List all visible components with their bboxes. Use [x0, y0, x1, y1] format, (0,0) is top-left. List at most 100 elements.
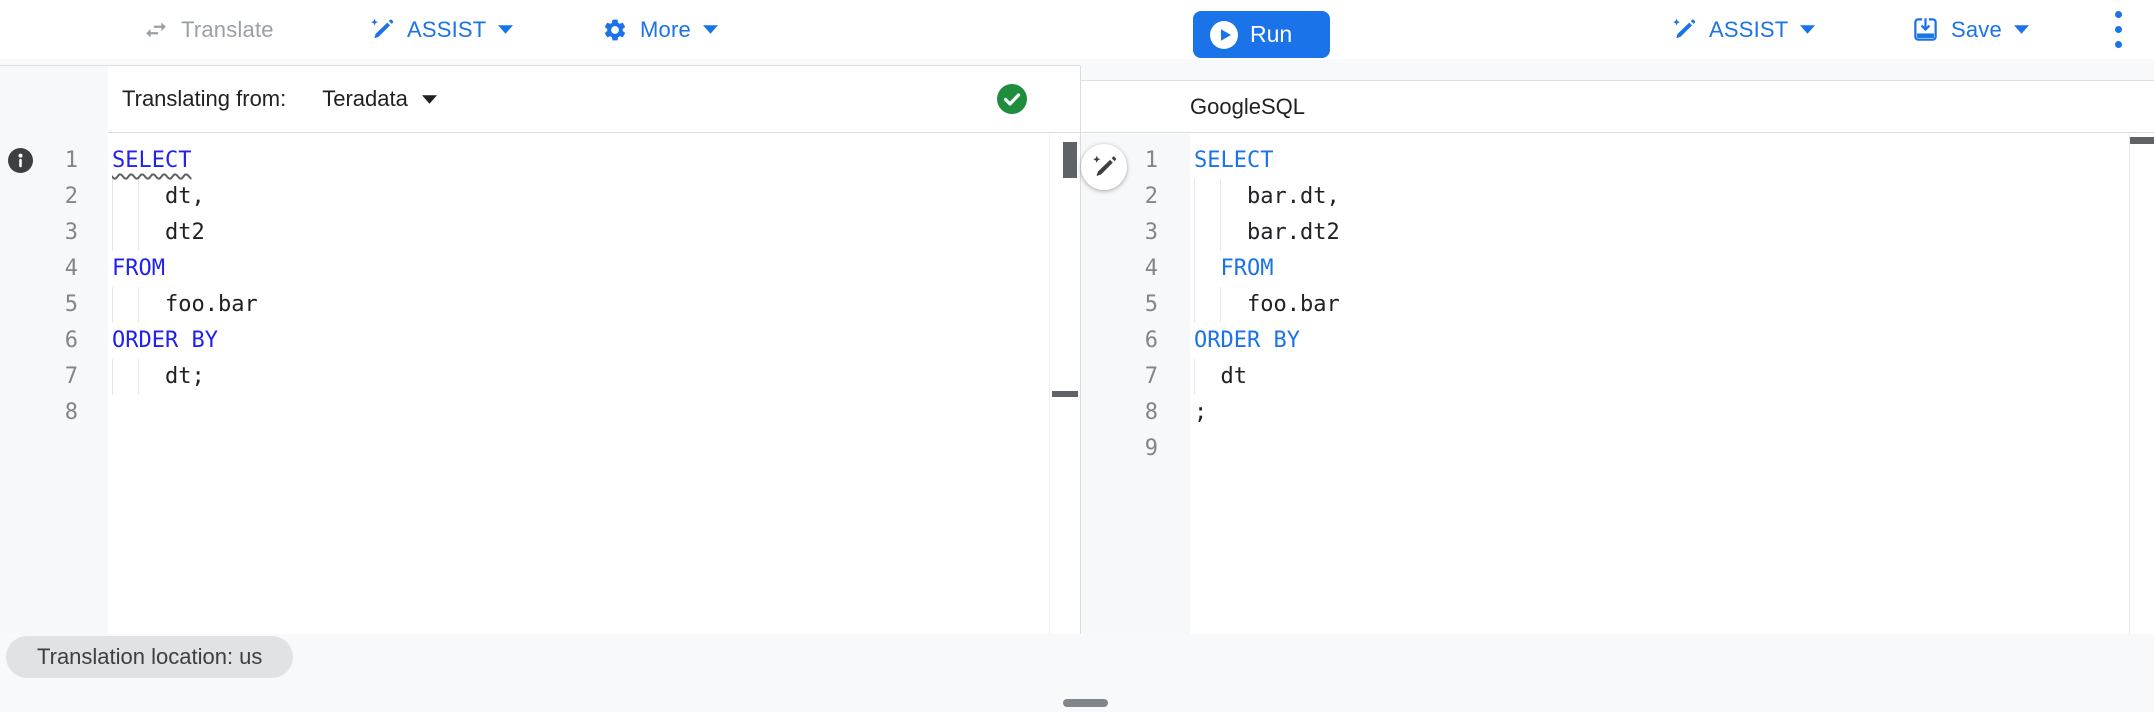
gear-icon [604, 19, 626, 40]
sql-text [1194, 256, 1221, 281]
chevron-down-icon [498, 25, 514, 34]
more-menu[interactable]: More [602, 0, 718, 59]
code-line: dt; [108, 359, 1063, 395]
code-line: FROM [108, 251, 1063, 287]
info-icon[interactable] [8, 148, 33, 173]
line-number: 2 [1144, 184, 1158, 209]
sql-text: bar.dt2 [1194, 220, 1340, 245]
indent-guide [1194, 215, 1195, 251]
check-circle-icon [997, 84, 1027, 114]
sql-text: foo.bar [112, 292, 258, 317]
code-line: ORDER BY [108, 323, 1063, 359]
indent-guide [1220, 287, 1222, 323]
indent-guide [1194, 179, 1195, 215]
indent-guide [1220, 179, 1222, 215]
code-line: dt2 [108, 215, 1063, 251]
panel-resize-handle[interactable] [1063, 699, 1108, 707]
code-line [1190, 431, 2129, 467]
source-dialect-dropdown[interactable]: Teradata [322, 86, 437, 112]
code-line: bar.dt, [1190, 179, 2129, 215]
line-number: 1 [64, 148, 78, 173]
assist-label: ASSIST [1709, 16, 1789, 42]
dot [2114, 26, 2122, 33]
magic-pen-icon [1673, 18, 1696, 38]
run-button[interactable]: Run [1193, 11, 1330, 58]
translation-location-text: Translation location: us [37, 644, 263, 669]
sql-keyword: SELECT [112, 148, 192, 173]
sql-text: dt; [112, 364, 205, 389]
swap-horizontal-icon [146, 21, 166, 38]
code-line: ORDER BY [1190, 323, 2129, 359]
assist-menu-left[interactable]: ASSIST [369, 0, 514, 59]
pane-divider[interactable] [1080, 66, 1081, 634]
sql-keyword: FROM [1220, 256, 1274, 281]
translating-from-label: Translating from: [122, 86, 287, 111]
chevron-down-icon [702, 25, 718, 34]
indent-guide [138, 359, 140, 395]
sql-text: dt [1194, 364, 1247, 389]
code-line: FROM [1190, 251, 2129, 287]
assist-label: ASSIST [407, 16, 487, 42]
assist-wand-button[interactable] [1081, 144, 1127, 190]
indent-guide [112, 359, 113, 395]
left-line-numbers: 1 2 3 4 5 6 7 8 [0, 134, 108, 431]
chevron-down-icon [2013, 25, 2029, 34]
line-number: 4 [64, 256, 78, 281]
run-label: Run [1250, 21, 1293, 47]
left-scrollbar-thumb[interactable] [1063, 142, 1077, 178]
line-number: 1 [1144, 148, 1158, 173]
save-icon [1914, 18, 1937, 41]
assist-menu-right[interactable]: ASSIST [1671, 0, 1816, 59]
right-scrollbar-thumb[interactable] [2130, 137, 2154, 144]
line-number: 2 [64, 184, 78, 209]
line-number: 3 [64, 220, 78, 245]
indent-guide [1194, 359, 1195, 395]
code-line: dt [1190, 359, 2129, 395]
line-number: 3 [1144, 220, 1158, 245]
sql-keyword: ORDER BY [1194, 328, 1300, 353]
code-line: foo.bar [1190, 287, 2129, 323]
chevron-down-icon [421, 94, 437, 104]
indent-guide [138, 179, 140, 215]
sql-text: dt2 [112, 220, 205, 245]
indent-guide [112, 179, 113, 215]
source-dialect-header: Translating from: Teradata [108, 66, 1080, 133]
translate-button[interactable]: Translate [143, 0, 274, 59]
kebab-menu-button[interactable] [2104, 0, 2132, 59]
translate-label: Translate [181, 16, 274, 42]
left-overview-ruler [1049, 134, 1050, 634]
target-dialect-header: GoogleSQL [1081, 81, 2154, 133]
magic-pen-icon [371, 18, 394, 38]
code-line: SELECT [1190, 143, 2129, 179]
line-number: 6 [1144, 328, 1158, 353]
footer-bar: Translation location: us [0, 634, 2154, 712]
chevron-down-icon [1800, 25, 1816, 34]
sql-text: foo.bar [1194, 292, 1340, 317]
translation-location-chip: Translation location: us [6, 636, 294, 678]
right-overview-ruler [2129, 134, 2130, 634]
left-scroll-marker [1052, 391, 1078, 397]
line-number: 6 [64, 328, 78, 353]
dot [2114, 41, 2122, 48]
more-label: More [640, 16, 691, 42]
target-dialect-label: GoogleSQL [1190, 93, 1305, 119]
sql-keyword: ORDER BY [112, 328, 218, 353]
indent-guide [112, 287, 113, 323]
line-number: 9 [1144, 436, 1158, 461]
line-number: 5 [64, 292, 78, 317]
save-menu[interactable]: Save [1912, 0, 2029, 59]
source-dialect-value: Teradata [322, 86, 408, 111]
line-number: 7 [64, 364, 78, 389]
line-number: 8 [1144, 400, 1158, 425]
code-line: foo.bar [108, 287, 1063, 323]
indent-guide [1220, 215, 1222, 251]
magic-pen-icon [1092, 155, 1116, 176]
top-toolbar: Translate ASSIST More Run [0, 0, 2154, 59]
code-line [108, 395, 1063, 431]
line-number: 8 [64, 400, 78, 425]
save-label: Save [1951, 16, 2002, 42]
